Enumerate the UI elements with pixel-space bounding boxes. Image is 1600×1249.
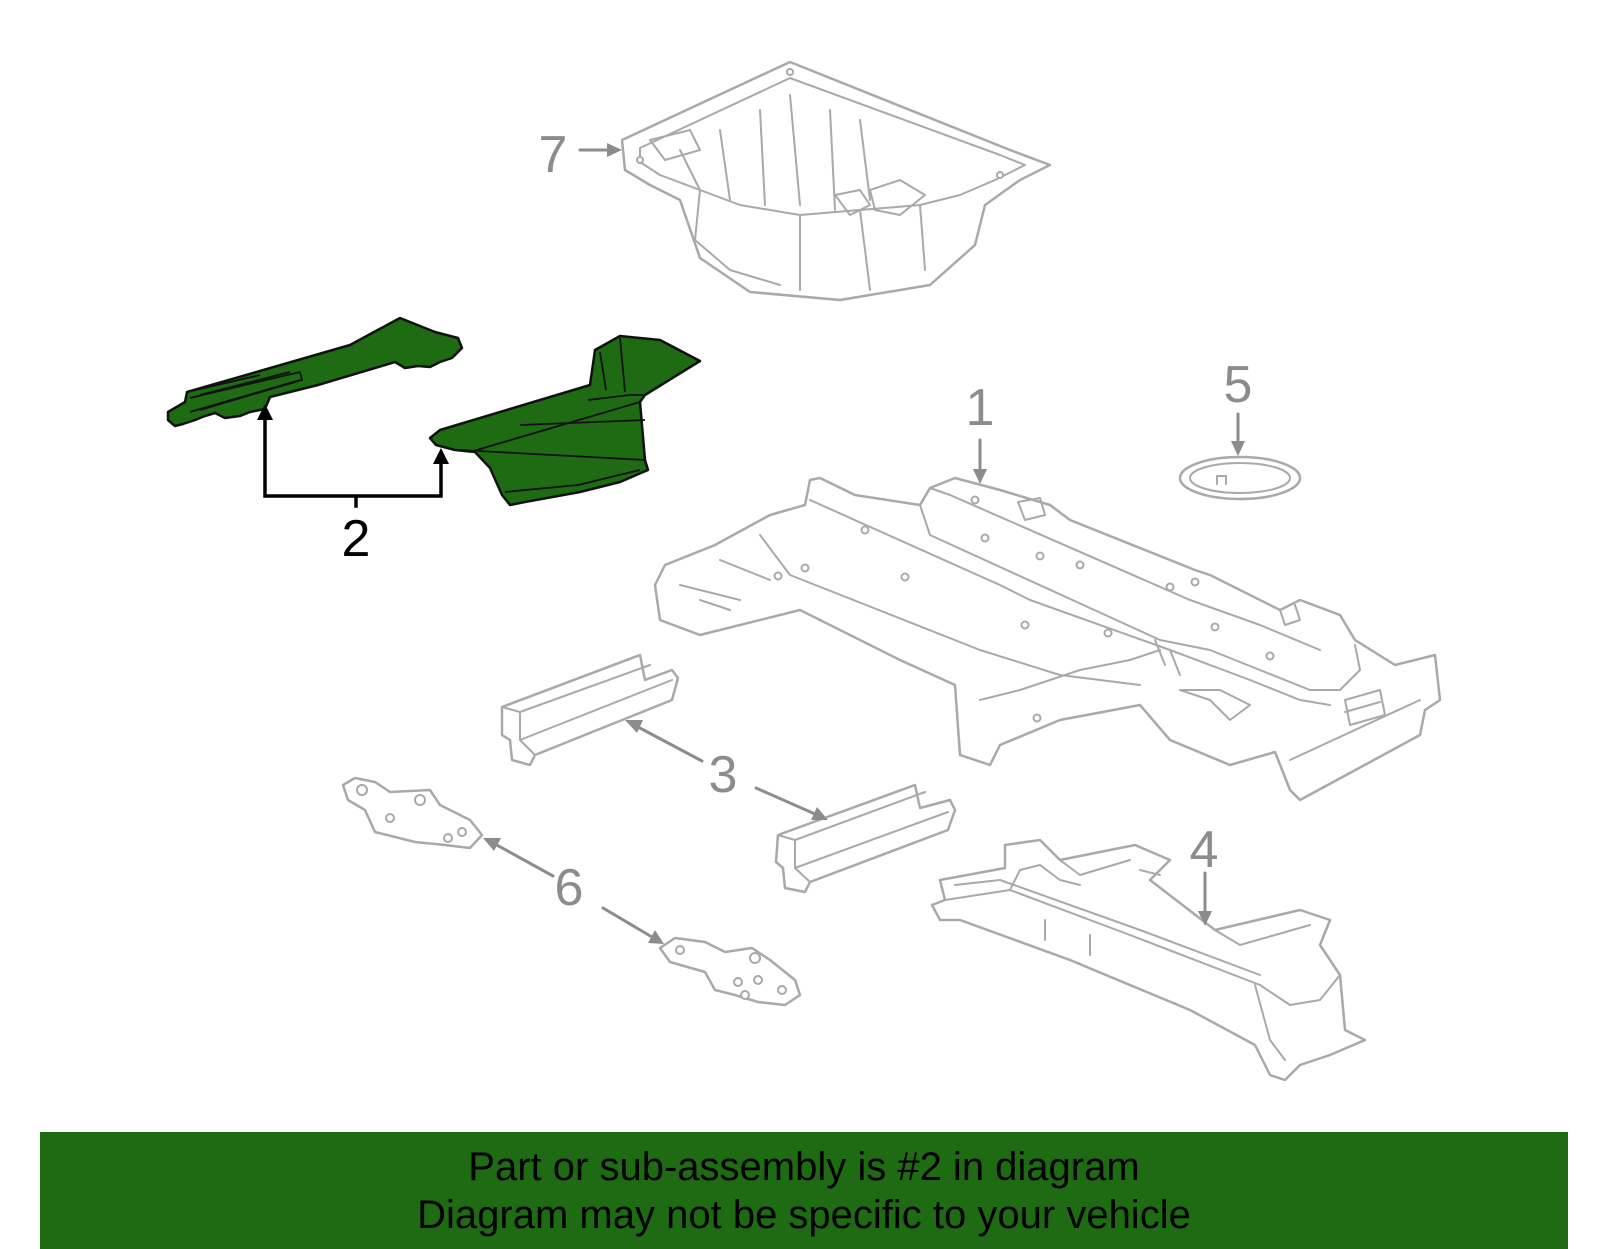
part-7-spare-tire-tub[interactable] [620,60,1052,302]
banner-line-disclaimer: Diagram may not be specific to your vehi… [417,1192,1191,1237]
callout-labels: 1 2 3 4 5 6 7 [342,126,1253,917]
callout-3: 3 [709,746,738,804]
part-4-rear-crossmember[interactable] [930,838,1367,1082]
callout-4: 4 [1190,821,1219,879]
part-2-left-tray[interactable] [166,316,464,428]
part-3-upper-bracket[interactable] [500,653,680,767]
part-6-lower-plate[interactable] [658,936,802,1007]
leader-lines [257,143,1245,944]
part-1-rear-floor-pan[interactable] [653,476,1442,802]
part-2-right-tray[interactable] [428,334,702,507]
part-5-plug-grommet[interactable] [1178,455,1302,501]
part-3-lower-bracket[interactable] [774,783,957,894]
callout-7: 7 [539,126,568,184]
left-tray-shape [166,316,464,428]
right-tray-shape [428,334,702,507]
part-6-upper-plate[interactable] [341,776,484,850]
callout-6: 6 [555,859,584,917]
banner-line-part-number: Part or sub-assembly is #2 in diagram [468,1144,1140,1189]
callout-5: 5 [1224,356,1253,414]
callout-1: 1 [966,379,995,437]
info-banner: Part or sub-assembly is #2 in diagram Di… [40,1132,1568,1249]
callout-2: 2 [342,510,371,568]
